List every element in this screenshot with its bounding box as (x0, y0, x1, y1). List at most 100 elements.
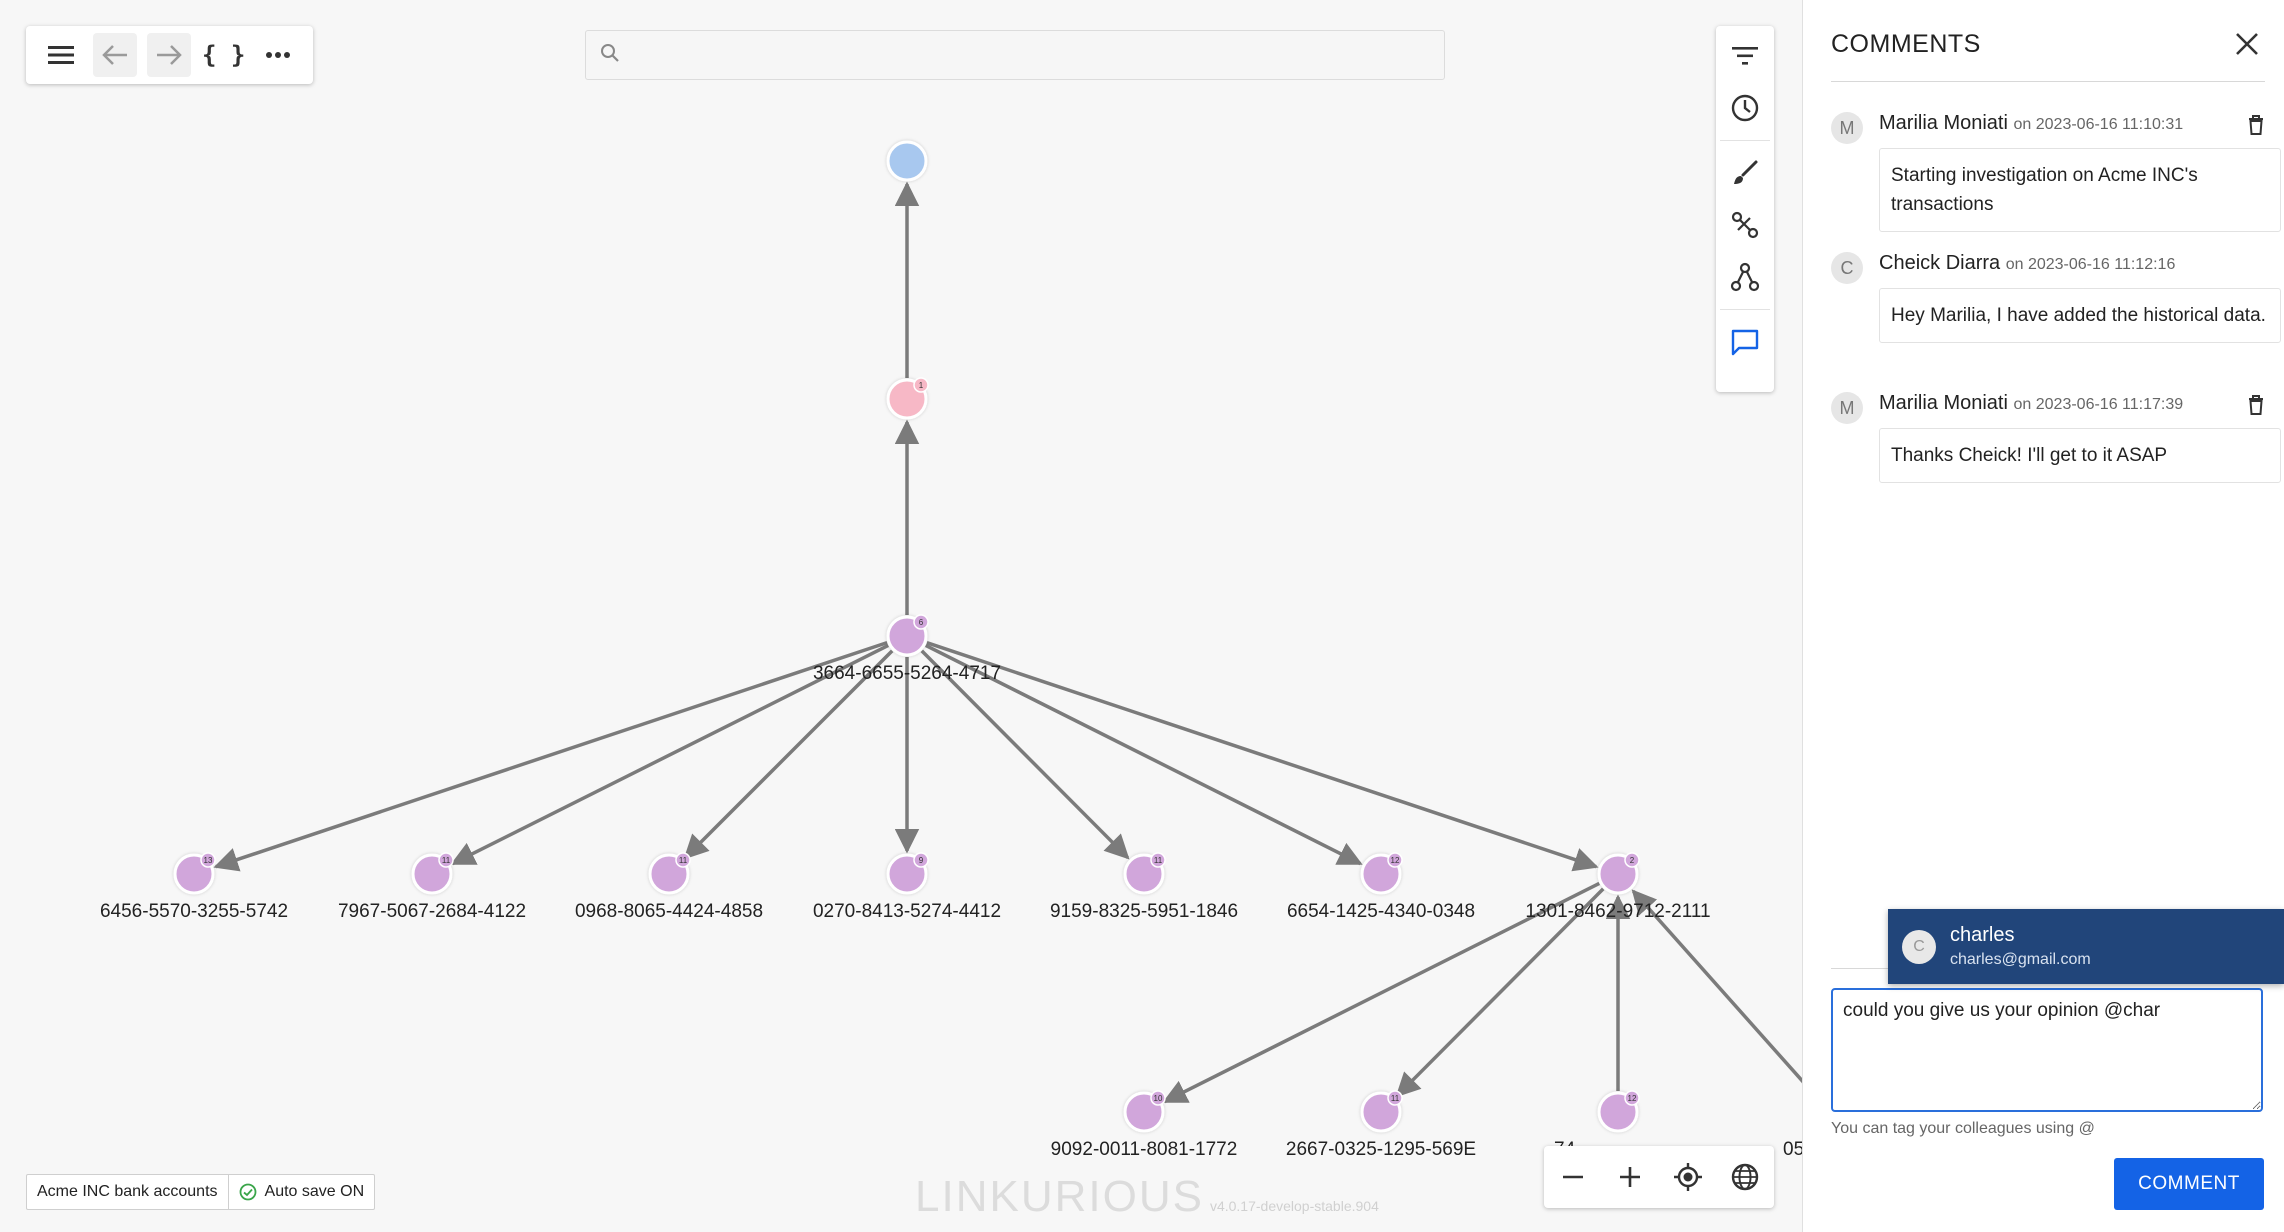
node-badge (1387, 1090, 1403, 1106)
node-label: 052 (1783, 1139, 1802, 1160)
close-icon[interactable] (2227, 24, 2267, 64)
graph-edge[interactable] (683, 649, 894, 860)
zoom-controls (1544, 1146, 1774, 1208)
status-bar: Acme INC bank accounts Auto save ON (26, 1174, 376, 1210)
graph-edge[interactable] (450, 643, 890, 866)
json-button[interactable]: { } (202, 33, 246, 77)
comment-header: Cheick Diarra on 2023-06-16 11:12:16 (1879, 252, 2175, 275)
graph-edge[interactable] (213, 640, 888, 872)
input-hint: You can tag your colleagues using @ (1831, 1120, 2095, 1137)
graph-svg[interactable]: 1 6 3664-6655-5264-4717 13 6456-5570-3255-57… (0, 0, 1802, 1232)
graph-node[interactable]: 052 (1783, 1093, 1802, 1160)
search-input[interactable] (620, 30, 1444, 80)
trash-icon[interactable] (2243, 112, 2269, 138)
node-badge-count: 1 (919, 381, 924, 390)
node-circle[interactable] (886, 140, 928, 182)
graph-node[interactable]: 13 6456-5570-3255-5742 (100, 852, 288, 922)
comment-text: Starting investigation on Acme INC's tra… (1879, 148, 2281, 232)
zoom-out-icon[interactable] (1549, 1153, 1597, 1201)
trash-icon[interactable] (2243, 392, 2269, 418)
node-badge (913, 852, 929, 868)
graph-edge[interactable] (1162, 881, 1601, 1104)
node-badge (1150, 1090, 1166, 1106)
comment-timestamp: on 2023-06-16 11:17:39 (2013, 396, 2184, 413)
hamburger-menu-icon[interactable] (39, 33, 83, 77)
panel-divider (1831, 81, 2265, 82)
graph-node[interactable]: 1 (886, 377, 929, 420)
autosave-status[interactable]: Auto save ON (227, 1175, 375, 1209)
avatar: M (1831, 392, 1863, 424)
check-circle-icon (239, 1183, 257, 1201)
node-badge (1150, 852, 1166, 868)
filter-icon[interactable] (1720, 30, 1770, 82)
comment-input[interactable] (1831, 988, 2263, 1112)
node-badge-count: 12 (1391, 856, 1400, 865)
node-label: 9092-0011-8081-1772 (1051, 1139, 1238, 1160)
graph-edge[interactable] (926, 641, 1599, 872)
logo-text: LINKURIOUS (915, 1172, 1204, 1221)
comment-header: Marilia Moniati on 2023-06-16 11:17:39 (1879, 392, 2183, 415)
search-icon (600, 43, 620, 68)
toolbar-divider (1720, 140, 1770, 141)
zoom-in-icon[interactable] (1606, 1153, 1654, 1201)
comment-text: Hey Marilia, I have added the historical… (1879, 288, 2281, 343)
node-badge-count: 12 (1628, 1094, 1637, 1103)
panel-title: COMMENTS (1831, 30, 1981, 58)
autosave-label: Auto save ON (264, 1183, 365, 1200)
node-label: 2667-0325-1295-569E (1286, 1139, 1476, 1160)
graph-node[interactable]: 2 1301-8462-9712-2111 (1525, 852, 1711, 922)
avatar: M (1831, 112, 1863, 144)
comment-timestamp: on 2023-06-16 11:10:31 (2013, 116, 2184, 133)
node-badge (1387, 852, 1403, 868)
mention-suggestion[interactable]: C charles charles@gmail.com (1888, 909, 2284, 984)
arrow-right-icon[interactable] (147, 33, 192, 77)
toolbar-divider (1720, 309, 1770, 310)
comment-timestamp: on 2023-06-16 11:12:16 (2005, 256, 2176, 273)
node-badge-count: 13 (204, 856, 213, 865)
mention-name: charles (1950, 924, 2015, 946)
graph-node[interactable]: 6 3664-6655-5264-4717 (813, 614, 1001, 684)
comment-author: Marilia Moniati (1879, 392, 2008, 414)
graph-canvas[interactable]: 1 6 3664-6655-5264-4717 13 6456-5570-3255-57… (0, 0, 1802, 1232)
node-badge (675, 852, 691, 868)
path-icon[interactable] (1720, 199, 1770, 251)
node-label: 3664-6655-5264-4717 (813, 663, 1001, 684)
node-badge-count: 6 (919, 618, 924, 627)
graph-edge[interactable] (924, 643, 1363, 866)
node-label: 1301-8462-9712-2111 (1525, 901, 1710, 922)
graph-edge[interactable] (920, 649, 1130, 860)
node-badge (913, 377, 929, 393)
node-label: 0270-8413-5274-4412 (813, 901, 1001, 922)
mention-email: charles@gmail.com (1950, 951, 2091, 968)
graph-node[interactable] (886, 140, 928, 182)
brush-icon[interactable] (1720, 147, 1770, 199)
graph-edge[interactable] (1631, 889, 1802, 1096)
node-badge (200, 852, 216, 868)
locate-icon[interactable] (1664, 1153, 1712, 1201)
comment-text: Thanks Cheick! I'll get to it ASAP (1879, 428, 2281, 483)
comment-submit-button[interactable]: COMMENT (2114, 1158, 2264, 1210)
arrow-left-icon[interactable] (93, 33, 138, 77)
graph-layout-icon[interactable] (1720, 251, 1770, 303)
json-label: { } (201, 41, 246, 69)
avatar: C (1831, 252, 1863, 284)
node-label: 6456-5570-3255-5742 (100, 901, 288, 922)
visualization-name[interactable]: Acme INC bank accounts (37, 1183, 218, 1200)
graph-edge[interactable] (1395, 887, 1605, 1098)
node-badge-count: 2 (1630, 856, 1635, 865)
globe-icon[interactable] (1721, 1153, 1769, 1201)
more-horizontal-icon[interactable] (256, 33, 300, 77)
node-badge (438, 852, 454, 868)
comment-icon[interactable] (1720, 316, 1770, 368)
node-label: 9159-8325-5951-1846 (1050, 901, 1238, 922)
clock-icon[interactable] (1720, 82, 1770, 134)
comments-panel: COMMENTS M Marilia Moniati on 2023-06-16… (1802, 0, 2284, 1232)
top-toolbar: { } (26, 26, 313, 84)
